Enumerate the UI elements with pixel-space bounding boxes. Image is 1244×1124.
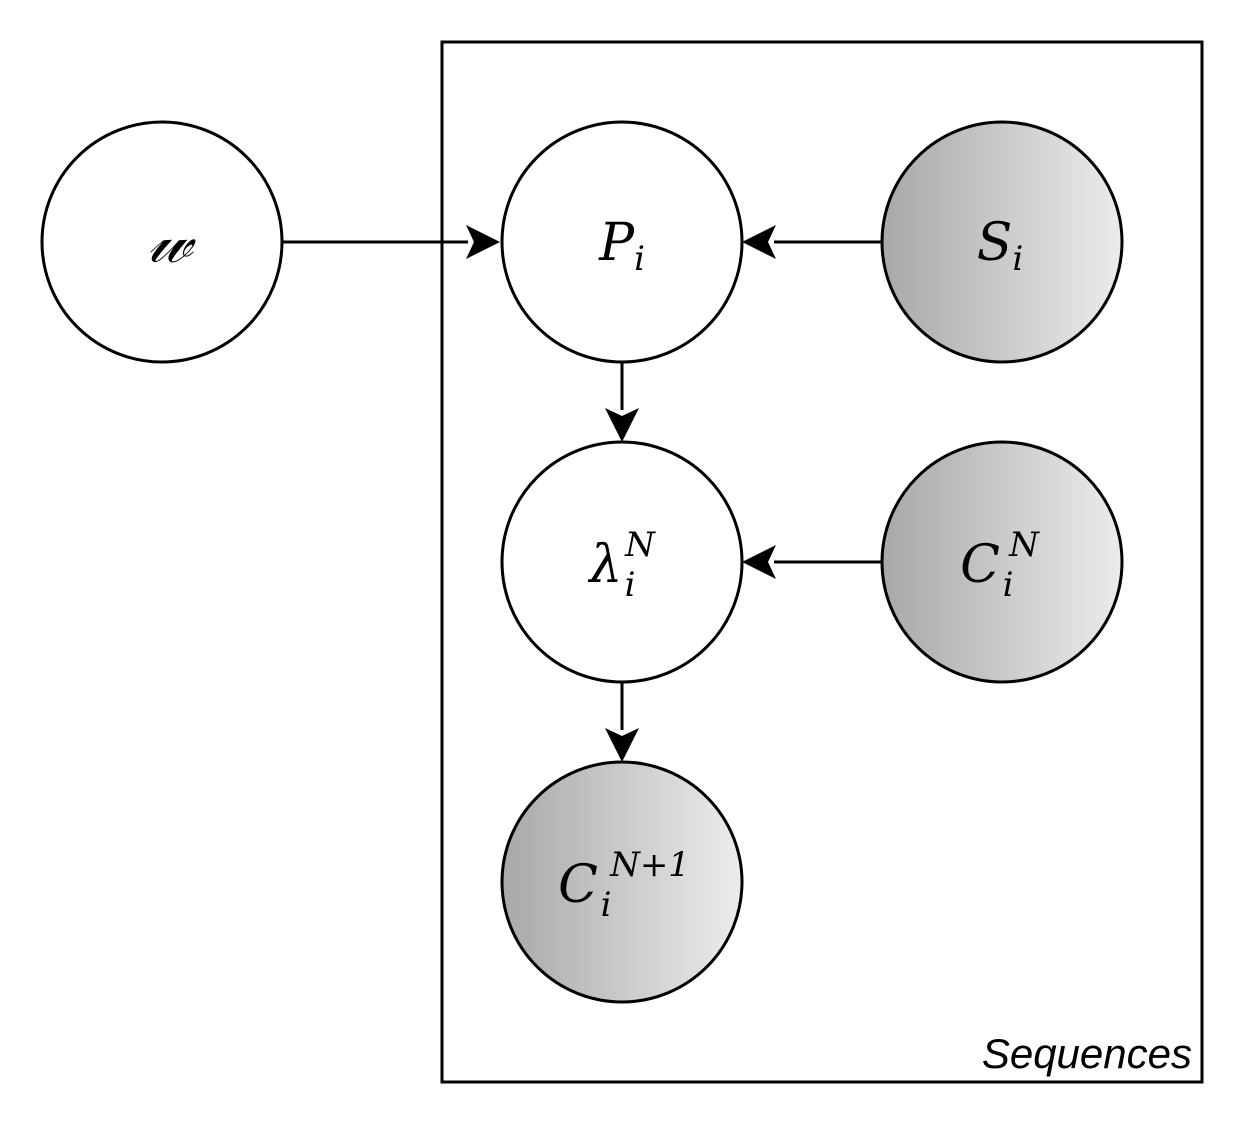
- node-w-label: 𝓌: [148, 204, 197, 278]
- node-cn1: C N+1 i: [500, 760, 744, 1004]
- arrowhead-p-to-lambda: [605, 408, 639, 442]
- node-cn-sup: N: [1008, 525, 1040, 565]
- arrowhead-lambda-to-cn1: [605, 728, 639, 762]
- node-w-circle: [40, 120, 284, 364]
- node-p: Pi: [500, 120, 744, 364]
- node-cn1-sub: i: [601, 885, 612, 925]
- node-cn: C N i: [880, 440, 1124, 684]
- arrowhead-cn-to-lambda: [742, 545, 776, 579]
- node-cn1-sup: N+1: [609, 845, 690, 885]
- node-lambda-sub: i: [625, 565, 636, 605]
- arrowhead-w-to-p: [466, 225, 500, 259]
- node-p-circle: [500, 120, 744, 364]
- node-p-main: P: [598, 213, 635, 273]
- node-s: Si: [880, 120, 1124, 364]
- node-cn-main: C: [960, 535, 1000, 595]
- node-lambda: λ N i: [500, 440, 744, 684]
- node-cn1-main: C: [558, 855, 598, 915]
- node-w: 𝓌: [40, 120, 284, 364]
- svg-text:Si: Si: [977, 213, 1024, 279]
- node-s-circle: [880, 120, 1124, 364]
- sequences-plate: [440, 40, 1204, 1084]
- node-lambda-circle: [500, 440, 744, 684]
- node-cn1-circle: [500, 760, 744, 1004]
- plate-label: Sequences: [982, 1030, 1192, 1077]
- node-lambda-sup: N: [624, 525, 656, 565]
- edges: [282, 225, 882, 762]
- node-s-sub: i: [1012, 239, 1023, 279]
- node-s-main: S: [977, 213, 1013, 273]
- node-cn-sub: i: [1003, 565, 1014, 605]
- node-cn-circle: [880, 440, 1124, 684]
- node-p-sub: i: [634, 239, 645, 279]
- svg-text:Pi: Pi: [598, 213, 645, 279]
- node-lambda-main: λ: [588, 535, 623, 595]
- arrowhead-s-to-p: [742, 225, 776, 259]
